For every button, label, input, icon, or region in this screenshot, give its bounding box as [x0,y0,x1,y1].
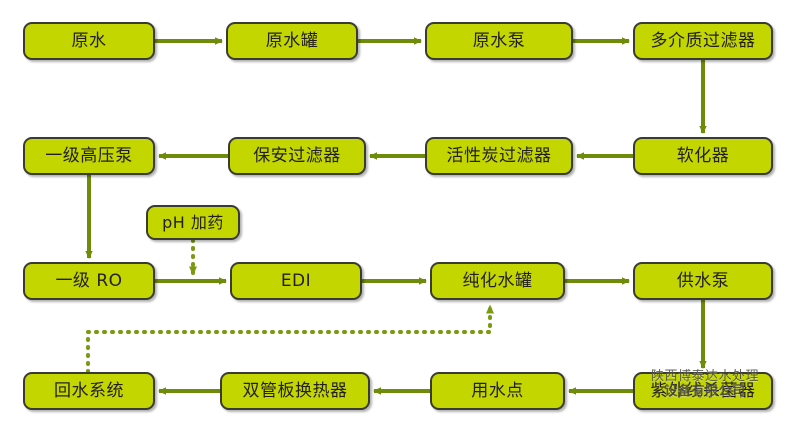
node-label: 回水系统 [54,380,124,401]
node-use-point[interactable]: 用水点 [430,372,565,410]
node-label: 原水罐 [265,30,319,51]
node-label: 原水泵 [472,30,526,51]
node-label: 软化器 [676,145,730,166]
node-label: 一级 RO [55,270,123,291]
node-high-pressure-pump-1[interactable]: 一级高压泵 [23,137,155,175]
node-uv-sterilizer[interactable]: 紫外线杀菌器 [633,372,773,410]
node-reverse-osmosis-1[interactable]: 一级 RO [23,262,155,300]
node-security-filter[interactable]: 保安过滤器 [228,137,366,175]
node-edi[interactable]: EDI [230,262,362,300]
node-multimedia-filter[interactable]: 多介质过滤器 [633,22,773,60]
node-carbon-filter[interactable]: 活性炭过滤器 [425,137,573,175]
node-softener[interactable]: 软化器 [633,137,773,175]
node-raw-water[interactable]: 原水 [23,22,155,60]
node-label: 紫外线杀菌器 [650,380,756,401]
node-label: pH 加药 [162,212,224,232]
node-label: EDI [280,270,312,291]
node-label: 用水点 [471,380,524,401]
node-label: 双管板换热器 [242,380,348,401]
node-label: 保安过滤器 [253,145,341,166]
node-label: 一级高压泵 [45,145,133,166]
node-raw-water-pump[interactable]: 原水泵 [425,22,573,60]
node-label: 多介质过滤器 [650,30,756,51]
node-label: 供水泵 [676,270,730,291]
node-label: 活性炭过滤器 [446,145,552,166]
node-raw-water-tank[interactable]: 原水罐 [226,22,358,60]
node-heat-exchanger[interactable]: 双管板换热器 [220,372,370,410]
node-pure-water-tank[interactable]: 纯化水罐 [430,262,565,300]
connector-return-system-to-pure-water-tank [86,304,494,374]
node-supply-pump[interactable]: 供水泵 [633,262,773,300]
node-return-system[interactable]: 回水系统 [23,372,155,410]
node-label: 原水 [71,30,107,51]
node-label: 纯化水罐 [462,270,533,291]
node-ph-dosing[interactable]: pH 加药 [146,205,240,240]
